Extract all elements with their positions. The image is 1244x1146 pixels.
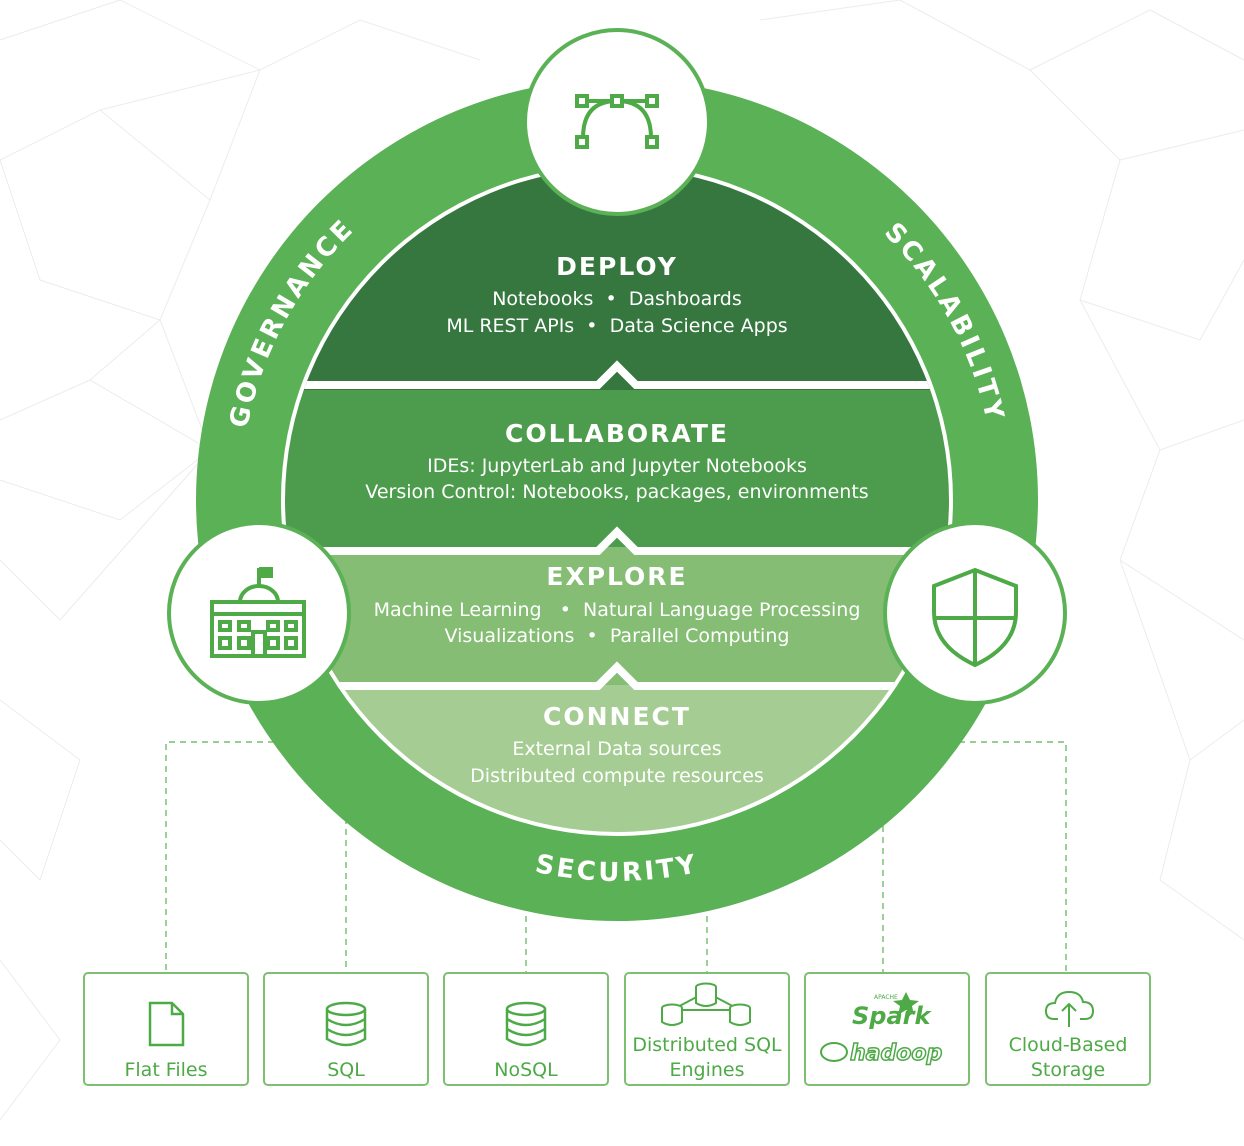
bezier-curve-icon <box>575 94 659 149</box>
connect-title: CONNECT <box>543 702 691 731</box>
explore-line-1: Machine Learning • Natural Language Proc… <box>374 599 861 621</box>
collaborate-layer: COLLABORATE IDEs: JupyterLab and Jupyter… <box>365 419 868 503</box>
left-badge <box>167 521 351 705</box>
source-box-cloud-storage: Cloud-Based Storage <box>985 972 1151 1086</box>
collaborate-title: COLLABORATE <box>505 419 729 448</box>
collaborate-line-1: IDEs: JupyterLab and Jupyter Notebooks <box>427 455 807 477</box>
deploy-line-1: Notebooks • Dashboards <box>492 288 742 310</box>
source-connectors <box>165 741 1067 972</box>
deploy-line-2: ML REST APIs • Data Science Apps <box>446 315 787 337</box>
source-label: NoSQL <box>494 1059 558 1081</box>
spark-star-icon <box>893 992 919 1015</box>
database-icon <box>505 1001 547 1047</box>
source-label: Flat Files <box>124 1059 207 1081</box>
source-box-spark-hadoop: APACHE Spark hadoop <box>804 972 970 1086</box>
database-icon <box>325 1001 367 1047</box>
connect-layer: CONNECT External Data sources Distribute… <box>470 702 764 787</box>
top-badge <box>523 28 711 216</box>
source-box-distributed-sql: Distributed SQL Engines <box>624 972 790 1086</box>
distributed-database-icon <box>661 982 751 1026</box>
source-label-line-2: Engines <box>669 1059 744 1081</box>
hadoop-logo: hadoop <box>850 1041 942 1066</box>
collaborate-line-2: Version Control: Notebooks, packages, en… <box>365 481 868 503</box>
source-label-line-1: Cloud-Based <box>1009 1034 1128 1056</box>
elephant-icon <box>820 1042 848 1062</box>
spark-hadoop-logo: APACHE Spark hadoop <box>820 992 943 1067</box>
background-network <box>0 0 1244 1121</box>
source-label-line-1: Distributed SQL <box>632 1034 782 1056</box>
collaborate-band <box>285 390 949 547</box>
source-box-flat-files: Flat Files <box>83 972 249 1086</box>
spark-logo: Spark <box>852 1002 932 1030</box>
file-icon <box>148 1001 185 1047</box>
source-box-nosql: NoSQL <box>443 972 609 1086</box>
cloud-upload-icon <box>1044 990 1095 1027</box>
government-building-icon <box>210 567 306 658</box>
connect-line-1: External Data sources <box>512 738 721 760</box>
source-boxes: Flat Files SQL NoSQL <box>83 972 1151 1086</box>
shield-icon <box>932 567 1018 668</box>
connect-line-2: Distributed compute resources <box>470 765 764 787</box>
source-box-sql: SQL <box>263 972 429 1086</box>
right-badge <box>883 521 1067 705</box>
deploy-layer: DEPLOY Notebooks • Dashboards ML REST AP… <box>446 252 787 337</box>
source-label: SQL <box>327 1059 365 1081</box>
source-label-line-2: Storage <box>1031 1059 1105 1081</box>
explore-layer: EXPLORE Machine Learning • Natural Langu… <box>374 562 861 647</box>
explore-line-2: Visualizations • Parallel Computing <box>445 625 790 647</box>
explore-title: EXPLORE <box>546 562 687 591</box>
deploy-title: DEPLOY <box>556 252 678 281</box>
apache-prefix: APACHE <box>874 994 898 1001</box>
